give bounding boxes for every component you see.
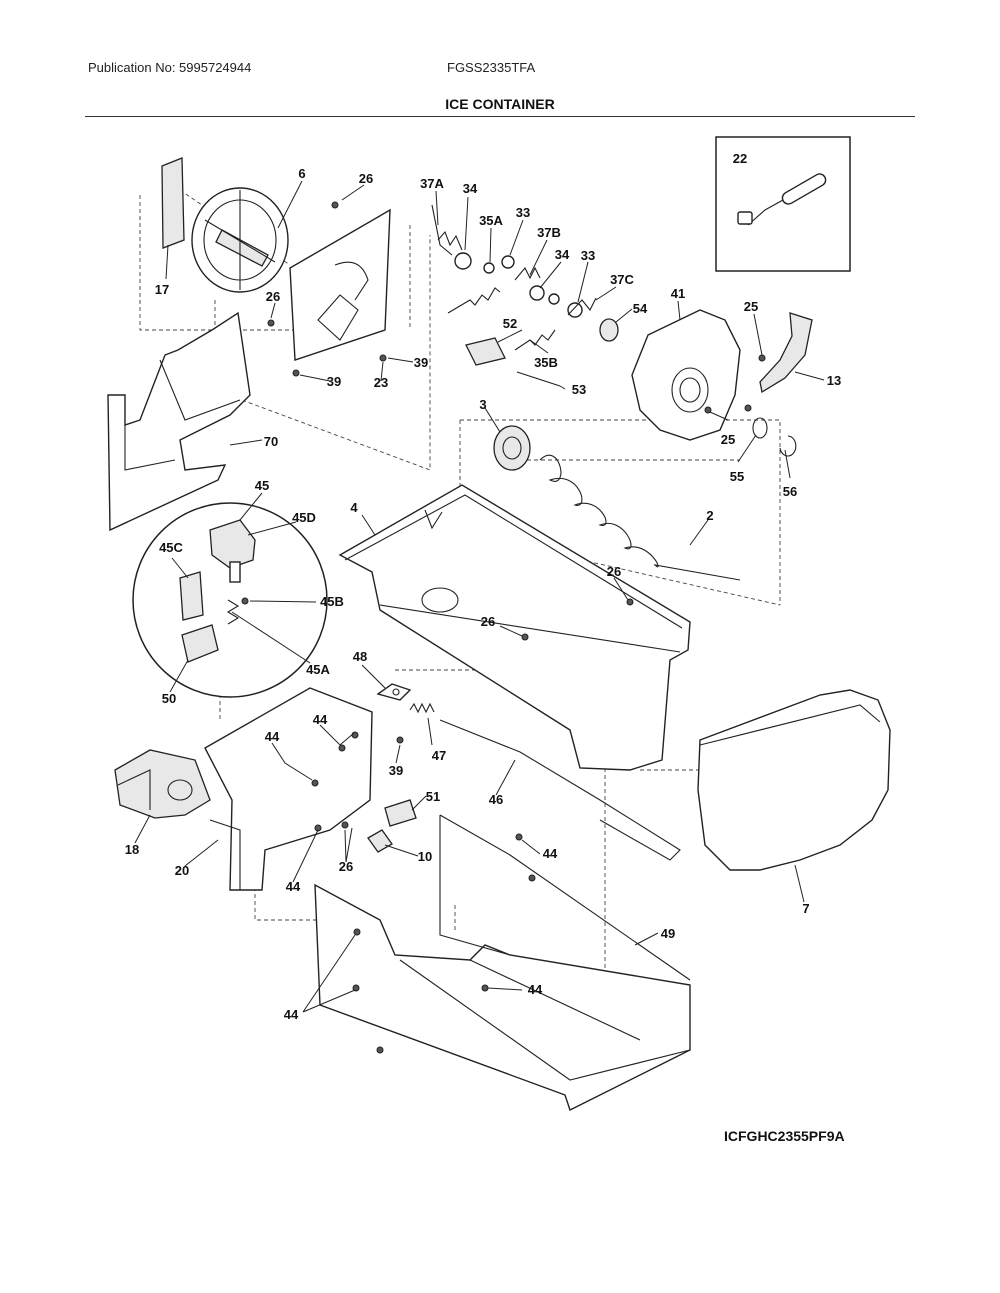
part-45-detail [132, 502, 328, 698]
callout-45B: 45B [320, 594, 344, 609]
callout-13: 13 [827, 373, 841, 388]
callout-23: 23 [374, 375, 388, 390]
part-51-switch [384, 799, 417, 827]
callout-34: 34 [463, 181, 478, 196]
linkage-parts [431, 204, 619, 351]
part-4-bucket [338, 484, 691, 771]
page-title: ICE CONTAINER [445, 96, 555, 112]
callout-37B: 37B [537, 225, 561, 240]
callout-45C: 45C [159, 540, 183, 555]
callout-70: 70 [264, 434, 278, 449]
callout-47: 47 [432, 748, 446, 763]
callout-labels: 6 26 37A 34 33 35A 37B 34 33 37C 54 41 2… [125, 151, 841, 1022]
callout-18: 18 [125, 842, 139, 857]
callout-37A: 37A [420, 176, 444, 191]
part-7-front-cover [697, 689, 891, 871]
callout-17: 17 [155, 282, 169, 297]
callout-26: 26 [339, 859, 353, 874]
callout-2: 2 [706, 508, 713, 523]
callout-25: 25 [721, 432, 735, 447]
callout-46: 46 [489, 792, 503, 807]
part-23-plate [289, 208, 391, 361]
callout-50: 50 [162, 691, 176, 706]
part-70-bracket [107, 311, 251, 532]
callout-35A: 35A [479, 213, 503, 228]
callout-34: 34 [555, 247, 570, 262]
callout-26: 26 [266, 289, 280, 304]
callout-35B: 35B [534, 355, 558, 370]
part-3-hub [493, 425, 531, 471]
inset-box-22 [715, 136, 851, 272]
part-10-clip [367, 829, 393, 853]
callout-44: 44 [543, 846, 558, 861]
callout-45A: 45A [306, 662, 330, 677]
callout-44: 44 [286, 879, 301, 894]
exploded-parts-diagram: 6 26 37A 34 33 35A 37B 34 33 37C 54 41 2… [107, 136, 891, 1111]
part-49-tray [314, 814, 691, 1111]
callout-52: 52 [503, 316, 517, 331]
header-rule [85, 116, 915, 117]
publication-number: Publication No: 5995724944 [88, 60, 252, 75]
callout-39: 39 [327, 374, 341, 389]
callout-7: 7 [802, 901, 809, 916]
callout-26: 26 [359, 171, 373, 186]
callout-44: 44 [284, 1007, 299, 1022]
callout-44: 44 [528, 982, 543, 997]
part-47-spring [409, 702, 435, 714]
callout-44: 44 [265, 729, 280, 744]
part-2-auger [539, 454, 741, 581]
part-48-bracket [376, 683, 412, 701]
callout-49: 49 [661, 926, 675, 941]
part-41-housing [631, 309, 741, 441]
callout-51: 51 [426, 789, 440, 804]
part-39-screw [396, 736, 404, 744]
part-13-cover [759, 312, 813, 394]
callout-26: 26 [481, 614, 495, 629]
callout-39: 39 [414, 355, 428, 370]
callout-10: 10 [418, 849, 432, 864]
part-20-bracket [204, 687, 373, 891]
callout-25: 25 [744, 299, 758, 314]
callout-53: 53 [572, 382, 586, 397]
part-6-wheel [191, 187, 289, 293]
callout-4: 4 [350, 500, 358, 515]
callout-26: 26 [607, 564, 621, 579]
callout-3: 3 [479, 397, 486, 412]
part-52-actuator [465, 337, 506, 366]
callout-48: 48 [353, 649, 367, 664]
part-46-rod [439, 719, 681, 861]
callout-20: 20 [175, 863, 189, 878]
callout-45D: 45D [292, 510, 316, 525]
callout-37C: 37C [610, 272, 634, 287]
callout-55: 55 [730, 469, 744, 484]
callout-45: 45 [255, 478, 269, 493]
part-17-cover [161, 157, 185, 249]
callout-39: 39 [389, 763, 403, 778]
callout-6: 6 [298, 166, 305, 181]
callout-33: 33 [581, 248, 595, 263]
callout-54: 54 [633, 301, 648, 316]
callout-22: 22 [733, 151, 747, 166]
callout-33: 33 [516, 205, 530, 220]
callout-41: 41 [671, 286, 685, 301]
diagram-code: ICFGHC2355PF9A [724, 1128, 845, 1144]
callout-56: 56 [783, 484, 797, 499]
part-53-rod [516, 371, 561, 387]
callout-44: 44 [313, 712, 328, 727]
model-number: FGSS2335TFA [447, 60, 536, 75]
misc-screws [267, 201, 634, 1054]
leader-lines [134, 180, 825, 1013]
part-18-motor [114, 749, 211, 819]
